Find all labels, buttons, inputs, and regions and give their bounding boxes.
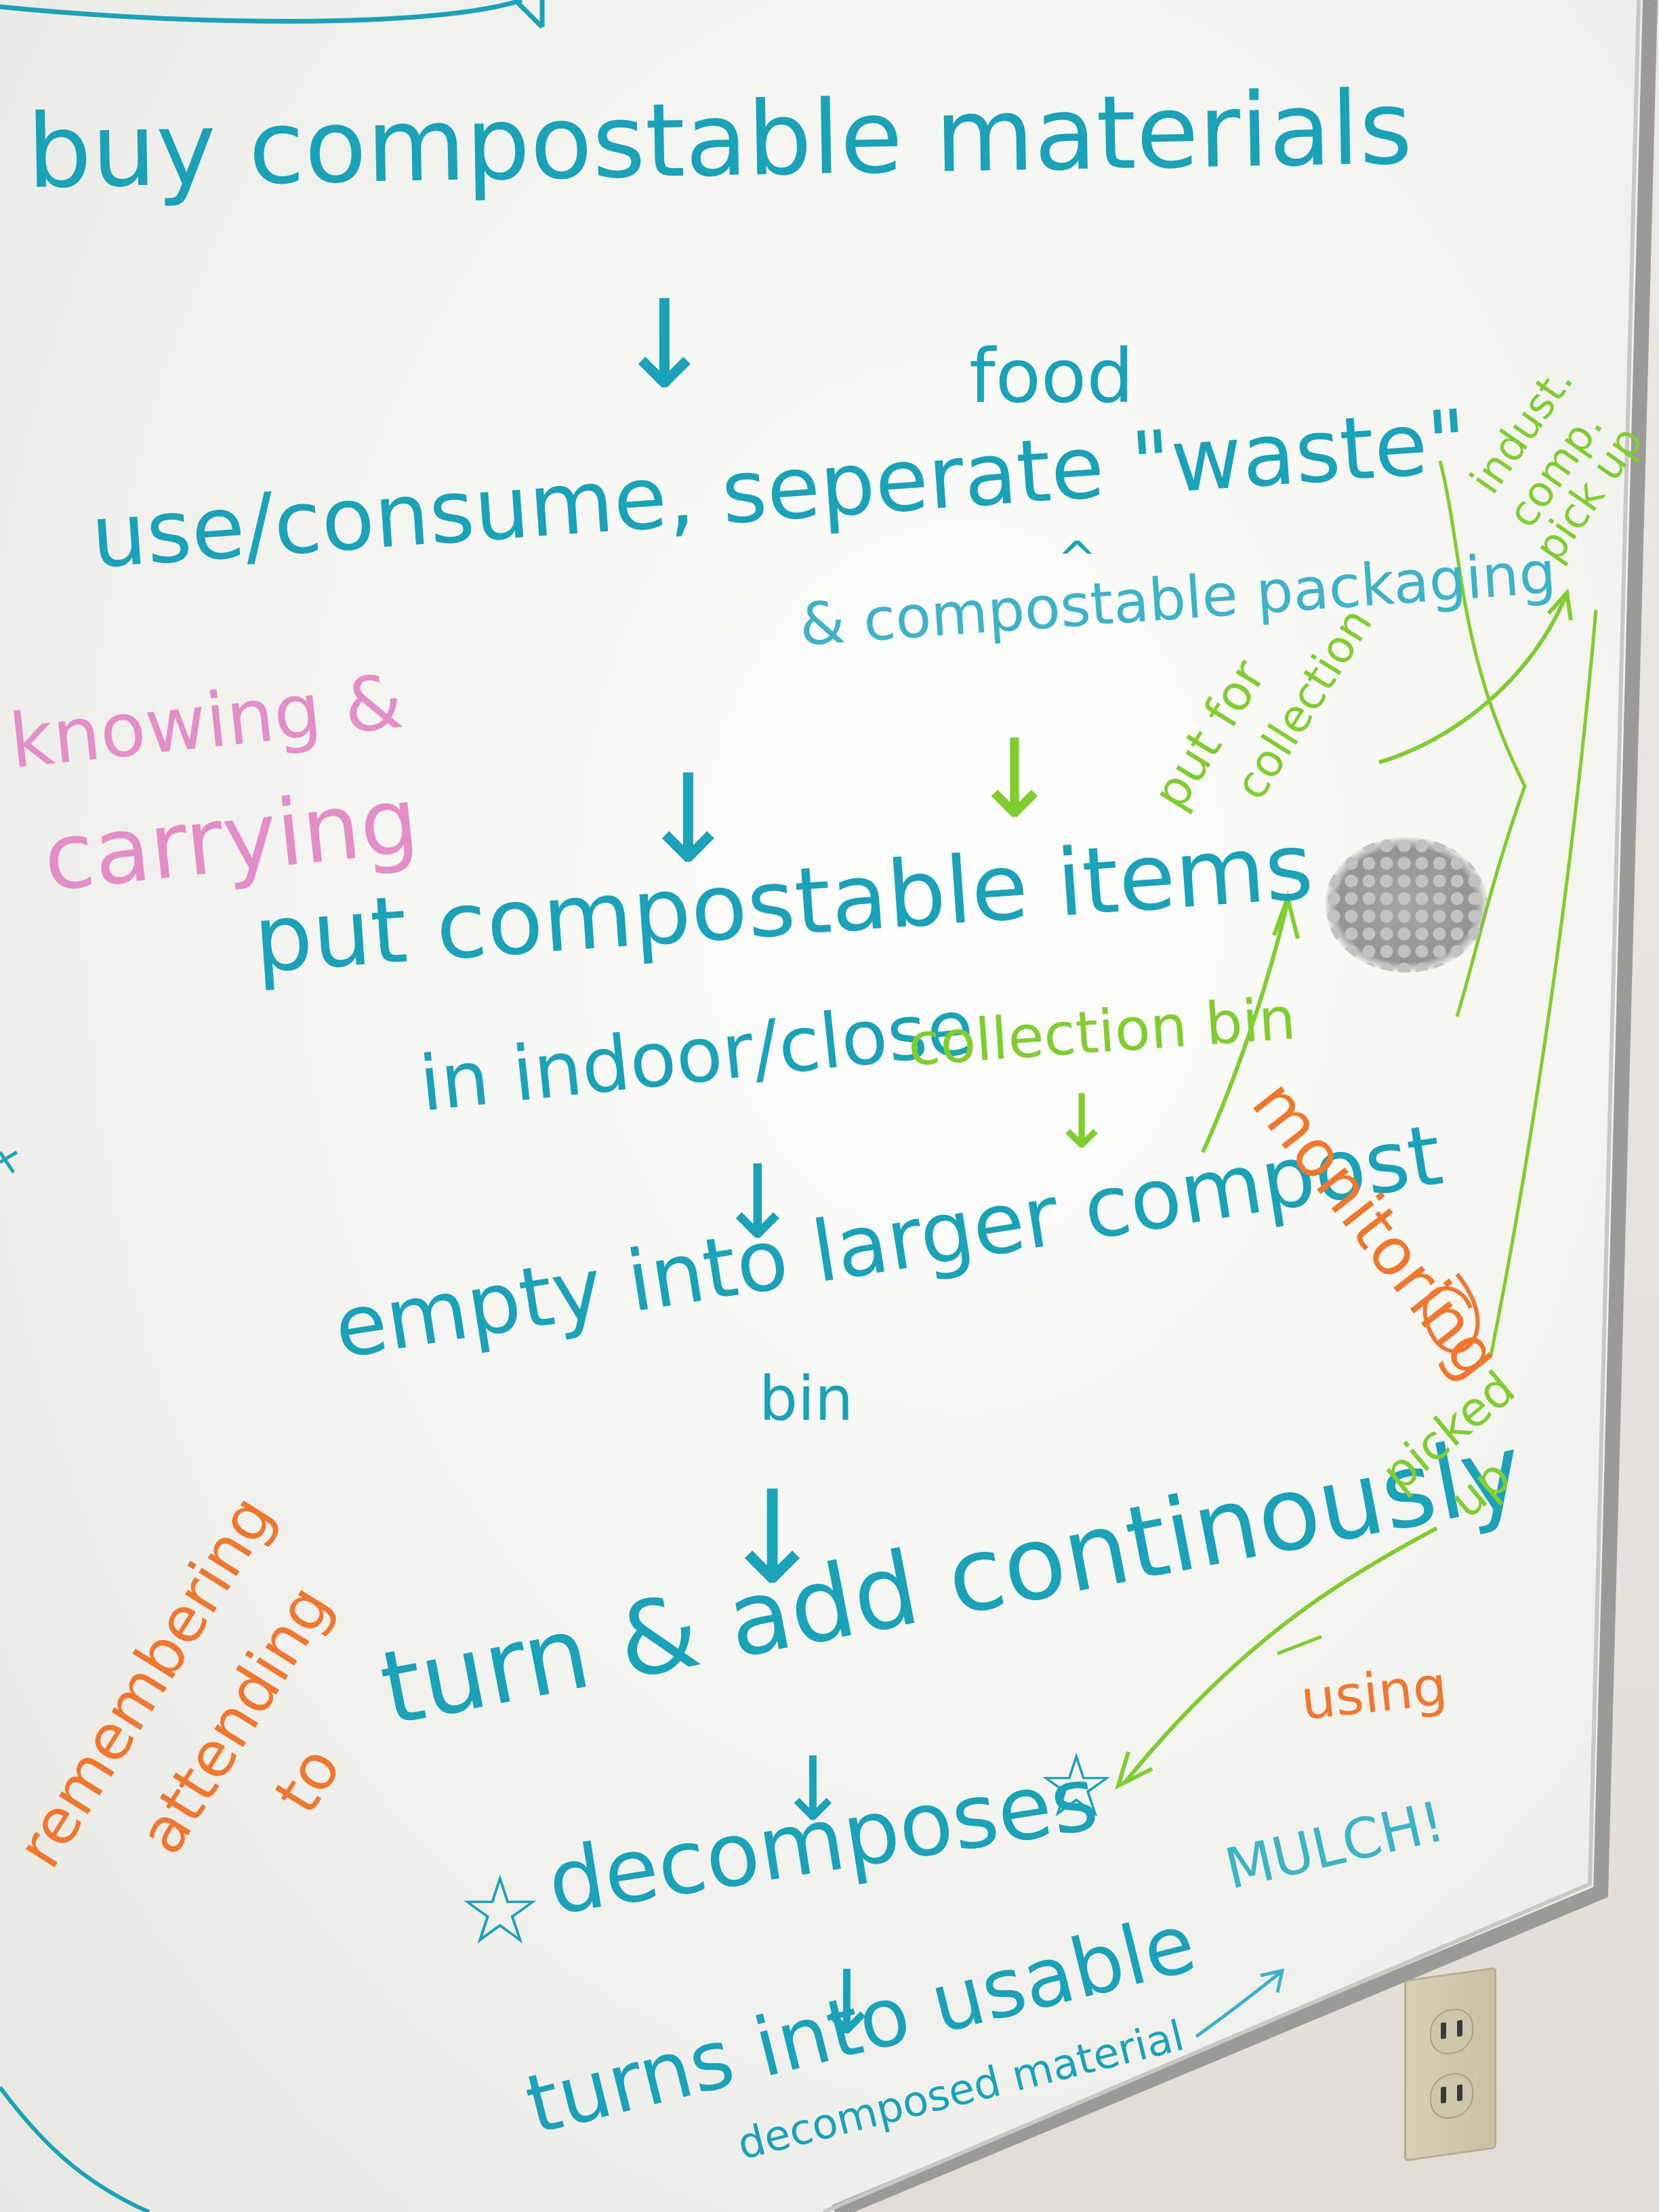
outlet-socket	[1430, 2006, 1473, 2057]
wall-outlet	[1404, 1967, 1496, 2162]
step-empty-bin: bin	[759, 1364, 854, 1435]
caret-icon: ^	[1057, 531, 1097, 587]
outlet-socket	[1430, 2070, 1473, 2122]
arrow-down-icon: ↓	[1050, 1078, 1113, 1165]
arrow-down-icon: ↓	[613, 274, 716, 416]
arrow-down-icon: ↓	[969, 716, 1061, 842]
arrow-down-icon: ↓	[715, 1144, 800, 1262]
arrow-down-icon: ↓	[810, 1951, 884, 2054]
note-using: using	[1298, 1654, 1450, 1732]
star-icon: ☆	[1037, 1734, 1116, 1837]
arrow-down-icon: ↓	[776, 1738, 850, 1841]
step-buy-compostable: buy compostable materials	[26, 69, 1414, 211]
arrow-down-icon: ↓	[637, 749, 739, 890]
star-icon: ☆	[457, 1856, 543, 1966]
arrow-down-icon: ↓	[718, 1463, 827, 1613]
eraser-magnet	[1325, 837, 1488, 972]
annotation-food: food	[969, 333, 1134, 419]
